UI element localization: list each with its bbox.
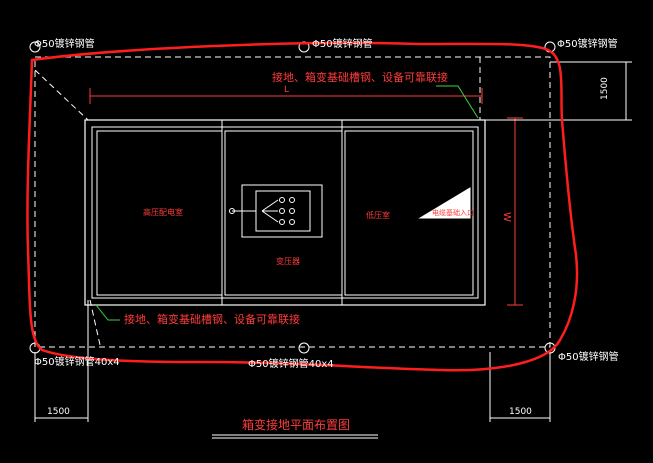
- dim-length-text: L: [284, 85, 290, 95]
- grounding-connector-bottom: [89, 299, 101, 346]
- red-markup-loop: [26, 41, 579, 372]
- note-top: 接地、箱变基础槽钢、设备可靠联接: [272, 71, 448, 84]
- leader-bottom: [95, 304, 120, 321]
- ground-rod-bottom-mid: [298, 342, 310, 354]
- transformer-bushing: [279, 219, 285, 225]
- pipe-label-bottom-mid: Φ50镀锌钢管40x4: [248, 359, 334, 370]
- drawing-title: 箱变接地平面布置图: [242, 418, 351, 432]
- leader-top: [436, 85, 479, 119]
- dim-width-text: W: [500, 212, 512, 222]
- box-foundation-inner: [91, 126, 479, 299]
- transformer-terminal: [229, 208, 235, 214]
- room-label-lv: 低压室: [366, 211, 390, 220]
- grounding-loop: [34, 56, 551, 348]
- cable-entry-shape: [418, 187, 471, 219]
- ground-rod-top-left: [29, 41, 41, 53]
- transformer-bushing: [279, 197, 285, 203]
- transformer-bushing: [289, 219, 295, 225]
- note-bottom: 接地、箱变基础槽钢、设备可靠联接: [124, 313, 300, 326]
- lv-room: [344, 130, 474, 296]
- pipe-label-bottom-right: Φ50镀锌钢管: [558, 352, 619, 363]
- dim-top-right-text: 1500: [600, 77, 610, 100]
- pipe-label-top-right: Φ50镀锌钢管: [557, 39, 618, 50]
- cable-entry-label: 电缆基础入口: [432, 209, 474, 217]
- box-foundation-outer: [84, 119, 486, 306]
- room-label-hv: 高压配电室: [143, 208, 183, 217]
- dim-bottom-right-text: 1500: [509, 407, 532, 417]
- grounding-connector-left: [34, 69, 89, 121]
- transformer-bushing: [279, 208, 285, 214]
- room-label-transformer: 变压器: [276, 257, 300, 266]
- transformer-bushing: [289, 197, 295, 203]
- transformer-winding: [261, 210, 279, 223]
- ground-rod-top-mid: [298, 41, 310, 53]
- dim-bottom-left-text: 1500: [47, 407, 70, 417]
- pipe-label-top-mid: Φ50镀锌钢管: [312, 39, 373, 50]
- pipe-label-top-left: Φ50镀锌钢管: [34, 39, 95, 50]
- transformer-winding: [261, 199, 279, 212]
- transformer-bushing: [289, 208, 295, 214]
- pipe-label-bottom-left: Φ50镀锌钢管40x4: [34, 357, 120, 368]
